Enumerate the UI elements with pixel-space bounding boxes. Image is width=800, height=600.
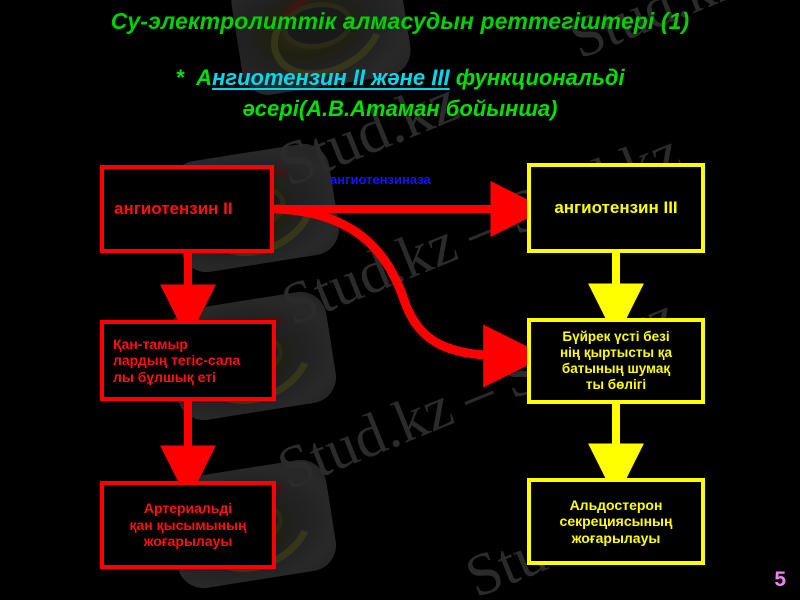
- slide-subtitle: * Ангиотензин II және III функциональді …: [70, 62, 730, 124]
- line-1: Қан-тамыр: [113, 335, 188, 352]
- line-1: Альдостерон: [569, 496, 663, 513]
- node-adrenal-cortex-label: Бүйрек үсті безі нің қыртысты қа батының…: [531, 329, 701, 393]
- line-2: секрециясының: [559, 513, 673, 530]
- node-angiotensin-3[interactable]: ангиотензин III: [527, 163, 705, 253]
- subtitle-bullet-star: *: [175, 65, 184, 90]
- node-aldosterone-label: Альдостерон секрециясының жоғарылауы: [531, 497, 701, 547]
- line-1: Артериальді: [143, 500, 233, 517]
- node-angiotensin-3-label: ангиотензин III: [554, 197, 678, 217]
- slide-title: Су-электролиттік алмасудын реттегіштері …: [110, 8, 690, 34]
- subtitle-lead-letter: А: [196, 65, 213, 90]
- page-number: 5: [774, 568, 786, 591]
- line-2: қан қысымының: [129, 516, 247, 533]
- line-3: лы бұлшық еті: [113, 368, 216, 385]
- node-angiotensin-2[interactable]: ангиотензин II: [100, 165, 274, 253]
- line-2: нің қыртысты қа: [560, 345, 672, 361]
- node-adrenal-cortex[interactable]: Бүйрек үсті безі нің қыртысты қа батының…: [527, 318, 705, 404]
- node-smooth-muscle-label: Қан-тамыр лардың тегіс-сала лы бұлшық ет…: [104, 336, 272, 386]
- subtitle-highlight: нгиотензин II және III: [212, 65, 450, 90]
- node-arterial-pressure-label: Артериальді қан қысымының жоғарылауы: [104, 500, 272, 550]
- line-4: ты бөлігі: [585, 376, 647, 392]
- node-smooth-muscle[interactable]: Қан-тамыр лардың тегіс-сала лы бұлшық ет…: [100, 320, 276, 401]
- subtitle-line-2: әсері(А.В.Атаман бойынша): [242, 96, 558, 121]
- node-arterial-pressure[interactable]: Артериальді қан қысымының жоғарылауы: [100, 481, 276, 569]
- line-3: батының шумақ: [561, 361, 671, 376]
- enzyme-label-angiotensinase: ангиотензиназа: [330, 172, 431, 187]
- subtitle-tail: функциональді: [449, 65, 625, 90]
- node-angiotensin-2-label: ангиотензин II: [114, 198, 233, 218]
- arrow-ang2-to-adrenal: [275, 204, 547, 388]
- line-2: лардың тегіс-сала: [113, 352, 241, 369]
- line-1: Бүйрек үсті безі: [562, 329, 670, 345]
- line-3: жоғарылауы: [571, 529, 661, 546]
- line-3: жоғарылауы: [143, 533, 233, 550]
- node-aldosterone[interactable]: Альдостерон секрециясының жоғарылауы: [527, 478, 705, 565]
